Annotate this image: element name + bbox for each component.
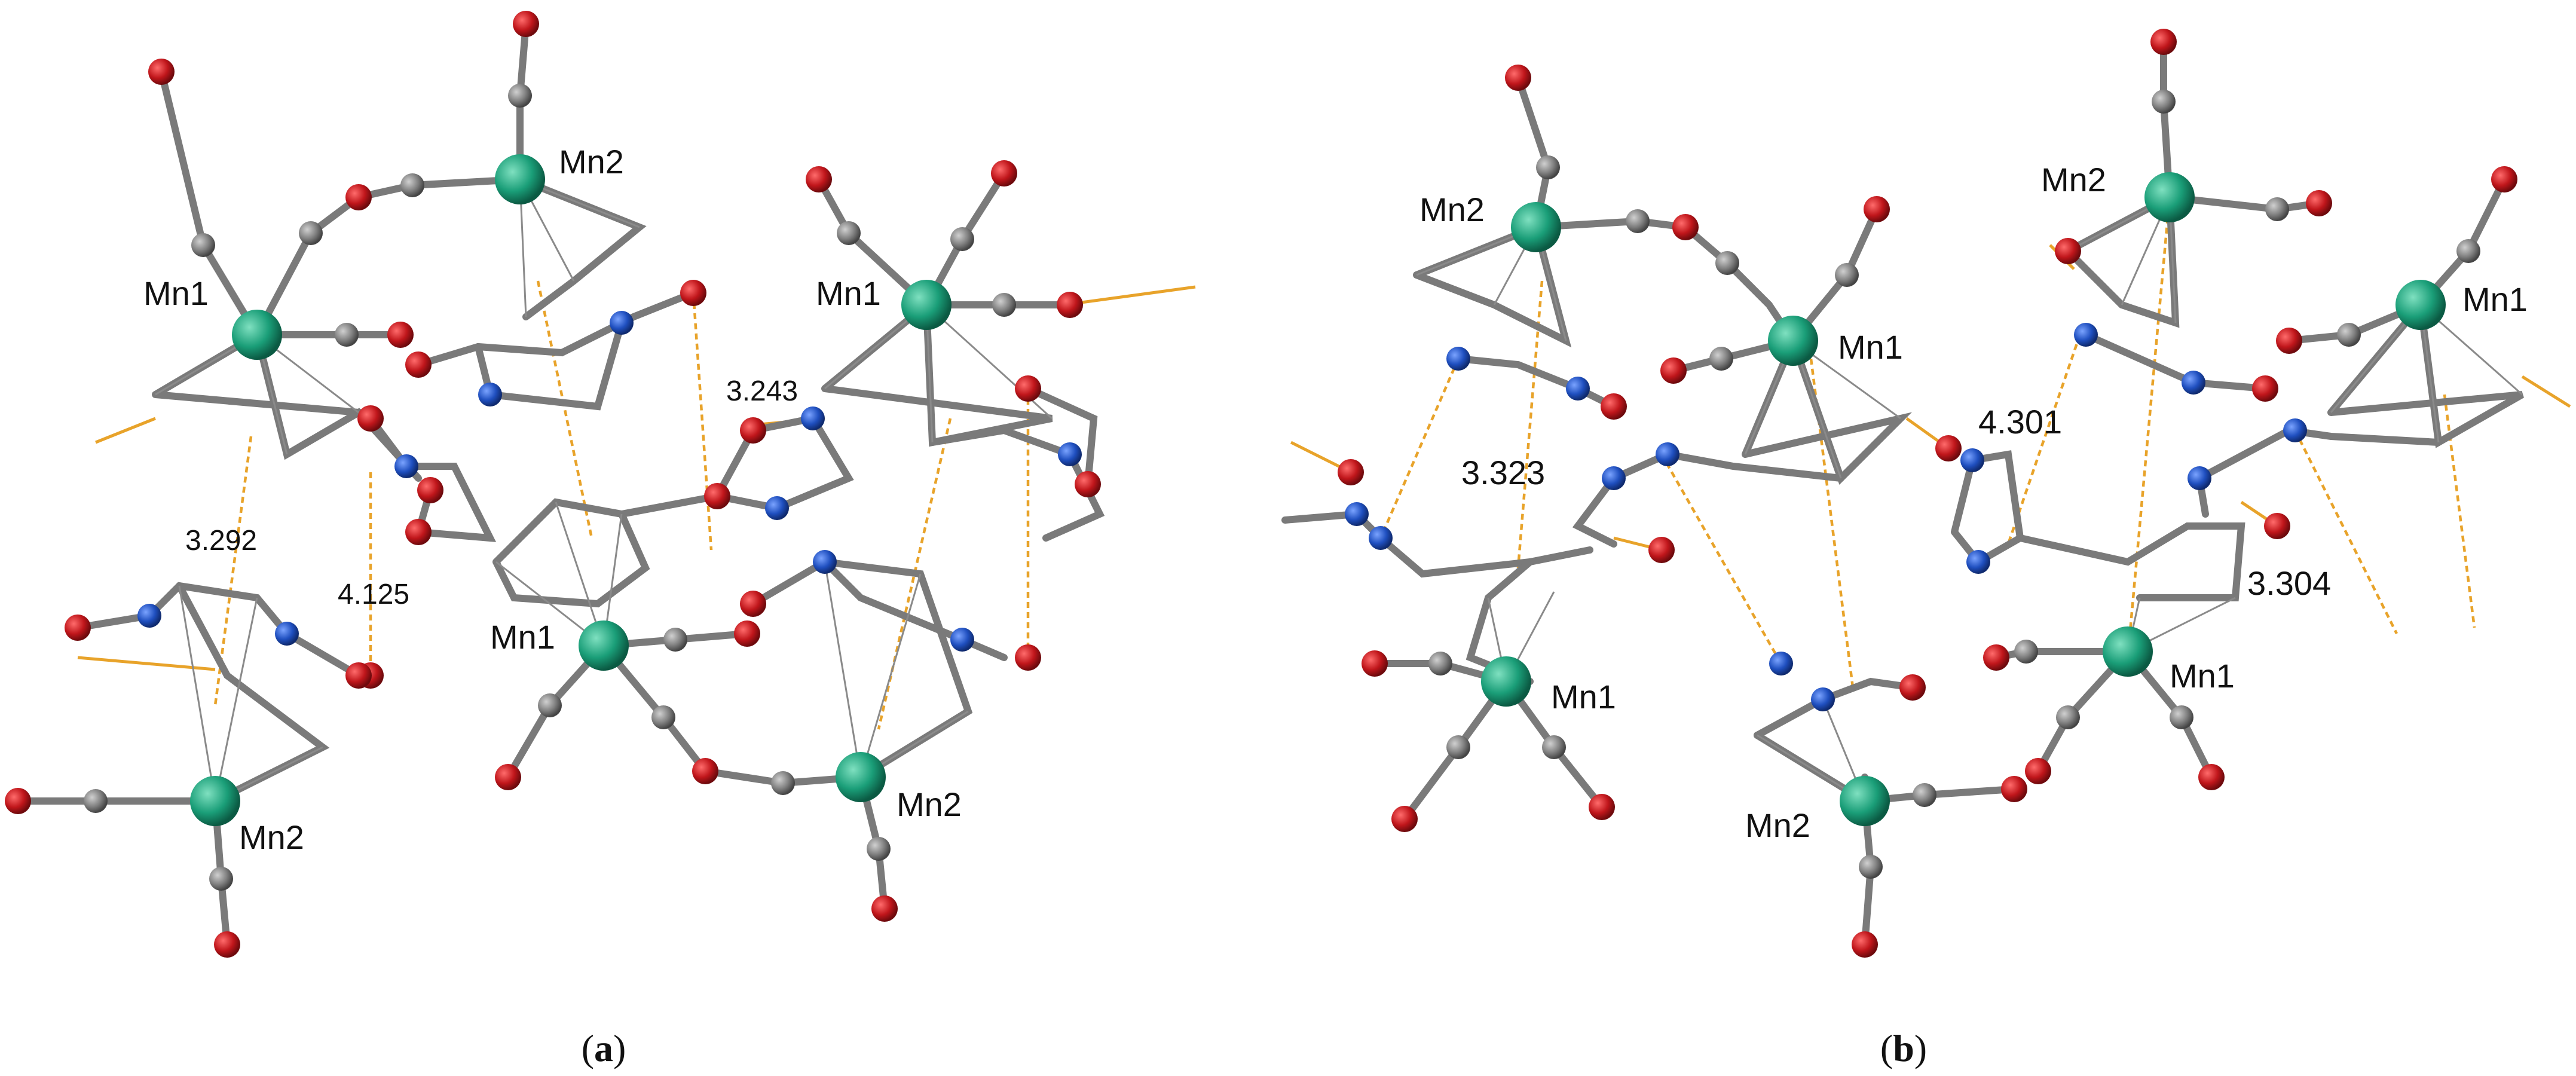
panel-b-label-mn2-left: Mn2 (1419, 191, 1485, 228)
panel-a-manganese-atoms (190, 154, 952, 826)
panel-a-nitrogen-atoms (137, 311, 1082, 652)
panel-a-contacts (77, 280, 1196, 730)
panel-a-distance-labels: 3.243 3.292 4.125 (185, 375, 798, 610)
panel-b-metal-labels: Mn2 Mn2 Mn1 Mn1 Mn1 Mn1 Mn2 (1419, 161, 2528, 844)
panel-b-distance-1: 3.323 (1461, 454, 1545, 491)
panel-a-label-mn2-left: Mn2 (239, 818, 304, 856)
panel-a-label-mn2-top: Mn2 (559, 143, 624, 181)
panel-a-carbon-atoms (84, 84, 1016, 891)
panel-b-carbon-atoms (1428, 90, 2480, 879)
panel-b-bonds (1281, 38, 2524, 948)
panel-b-label-mn1-center: Mn1 (1838, 328, 1903, 366)
panel-b-label-mn1-left: Mn1 (1551, 678, 1616, 716)
panel-b-label-mn1-right: Mn1 (2462, 280, 2528, 318)
panel-b-nitrogen-atoms (1345, 323, 2307, 711)
panel-b-oxygen-atoms (1338, 29, 2517, 958)
panel-a-distance-2: 3.292 (185, 525, 257, 557)
panel-a-label-mn2-right: Mn2 (897, 785, 962, 823)
panel-a-label-mn1-left: Mn1 (143, 274, 209, 312)
panel-b-label-mn2-right: Mn2 (2041, 161, 2106, 198)
panel-a-label-mn1-center: Mn1 (490, 618, 555, 656)
panel-a-distance-1: 3.243 (726, 375, 798, 407)
panel-a-distance-3: 4.125 (338, 579, 409, 610)
panel-b-distance-2: 4.301 (1978, 403, 2062, 441)
panel-b-caption: (b) (1880, 1027, 1927, 1069)
panel-b-structure: Mn2 Mn2 Mn1 Mn1 Mn1 Mn1 Mn2 3.323 4.301 … (1281, 29, 2571, 1069)
panel-a-caption: (a) (582, 1027, 626, 1069)
panel-b-label-mn2-bottom: Mn2 (1745, 806, 1810, 844)
panel-b-label-mn1-lower: Mn1 (2170, 657, 2235, 695)
panel-a-structure: Mn2 Mn1 Mn1 Mn1 Mn2 Mn2 3.243 3.292 4.12… (5, 11, 1196, 1069)
panel-a-metal-labels: Mn2 Mn1 Mn1 Mn1 Mn2 Mn2 (143, 143, 962, 856)
panel-b-distance-labels: 3.323 4.301 3.304 (1461, 403, 2331, 602)
panel-b-distance-3: 3.304 (2247, 564, 2331, 602)
panel-b-manganese-atoms (1481, 172, 2446, 826)
panel-a-oxygen-atoms (5, 11, 1101, 958)
panel-a-label-mn1-right: Mn1 (816, 274, 881, 312)
